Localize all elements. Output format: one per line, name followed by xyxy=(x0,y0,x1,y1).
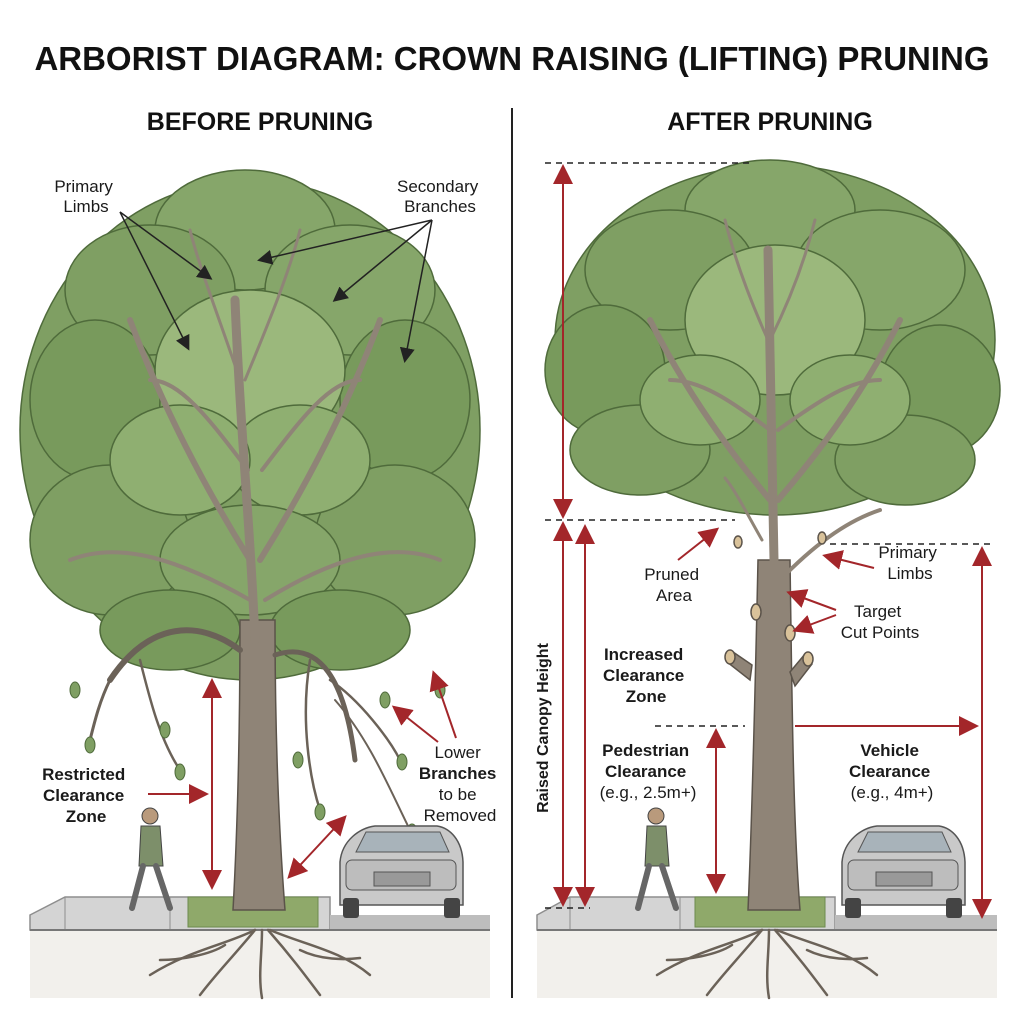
before-road xyxy=(330,915,490,930)
diagram-title: ARBORIST DIAGRAM: CROWN RAISING (LIFTING… xyxy=(34,40,989,77)
after-red-arrows xyxy=(553,164,992,919)
label-vehicle-clearance: Vehicle Clearance (e.g., 4m+) xyxy=(849,741,935,802)
before-trunk xyxy=(68,228,446,911)
label-increased-clearance-zone: Increased Clearance Zone xyxy=(603,645,689,706)
label-lower-branches-removed: Lower Branches to be Removed xyxy=(419,743,501,825)
before-annotation-arrows xyxy=(119,211,433,363)
after-pedestrian xyxy=(635,807,679,911)
before-heading: BEFORE PRUNING xyxy=(147,108,373,136)
label-pruned-area: Pruned Area xyxy=(644,565,704,605)
label-restricted-clearance-zone: Restricted Clearance Zone xyxy=(42,765,130,826)
label-primary-limbs-after: Primary Limbs xyxy=(878,543,941,583)
after-trunk xyxy=(647,218,903,911)
after-car xyxy=(841,825,966,918)
after-dashed-lines xyxy=(545,162,995,909)
after-panel: Pruned Area Primary Limbs Target Cut Poi… xyxy=(535,159,1001,1000)
before-roots xyxy=(148,928,372,1000)
label-target-cut-points: Target Cut Points xyxy=(841,602,919,642)
cut-stubs xyxy=(724,531,827,688)
after-roots xyxy=(655,928,879,1000)
before-pedestrian xyxy=(129,807,173,911)
before-red-arrows xyxy=(148,670,457,890)
label-secondary-branches: Secondary Branches xyxy=(397,177,483,216)
after-road xyxy=(835,915,997,930)
before-panel: Primary Limbs Secondary Branches Restric… xyxy=(19,169,501,1000)
after-heading: AFTER PRUNING xyxy=(667,108,873,136)
label-primary-limbs-before: Primary Limbs xyxy=(54,177,117,216)
label-pedestrian-clearance: Pedestrian Clearance (e.g., 2.5m+) xyxy=(600,741,697,802)
label-raised-canopy-height: Raised Canopy Height xyxy=(535,642,552,812)
before-car xyxy=(339,825,464,918)
